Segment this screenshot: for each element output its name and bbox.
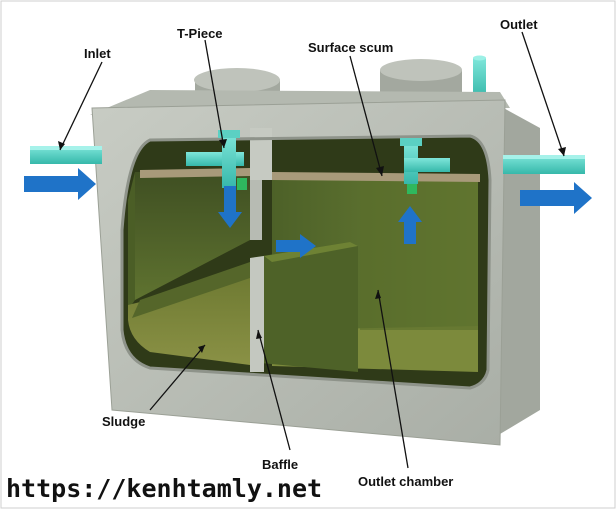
- label-outlet: Outlet: [500, 17, 538, 32]
- baffle-edge: [250, 256, 264, 372]
- inlet-flow-arrow: [24, 168, 96, 200]
- outlet-pipe: [503, 155, 585, 174]
- label-surface-scum: Surface scum: [308, 40, 393, 55]
- baffle-flow-arrow: [276, 234, 316, 258]
- label-outlet-chamber: Outlet chamber: [358, 474, 453, 489]
- down-flow-arrow: [218, 186, 242, 228]
- label-baffle: Baffle: [262, 457, 298, 472]
- leader-arrowheads: [58, 139, 566, 353]
- t-piece-left: [186, 130, 247, 190]
- inlet-chamber-liquid: [135, 172, 250, 300]
- center-wall-top: [250, 128, 272, 180]
- outlet-flow-arrow: [520, 182, 592, 214]
- cavity-edge: [120, 134, 492, 390]
- watermark-url: https://kenhtamly.net: [6, 474, 323, 503]
- inlet-pipe: [30, 146, 102, 164]
- leader-lines: [59, 31, 565, 469]
- label-inlet: Inlet: [84, 46, 111, 61]
- vent-pipe: [473, 55, 486, 98]
- label-t-piece: T-Piece: [177, 26, 223, 41]
- up-flow-arrow: [398, 206, 422, 244]
- scum-layer-right: [272, 172, 480, 182]
- label-sludge: Sludge: [102, 414, 145, 429]
- baffle-wall-face: [250, 242, 358, 372]
- t-piece-right: [400, 138, 450, 194]
